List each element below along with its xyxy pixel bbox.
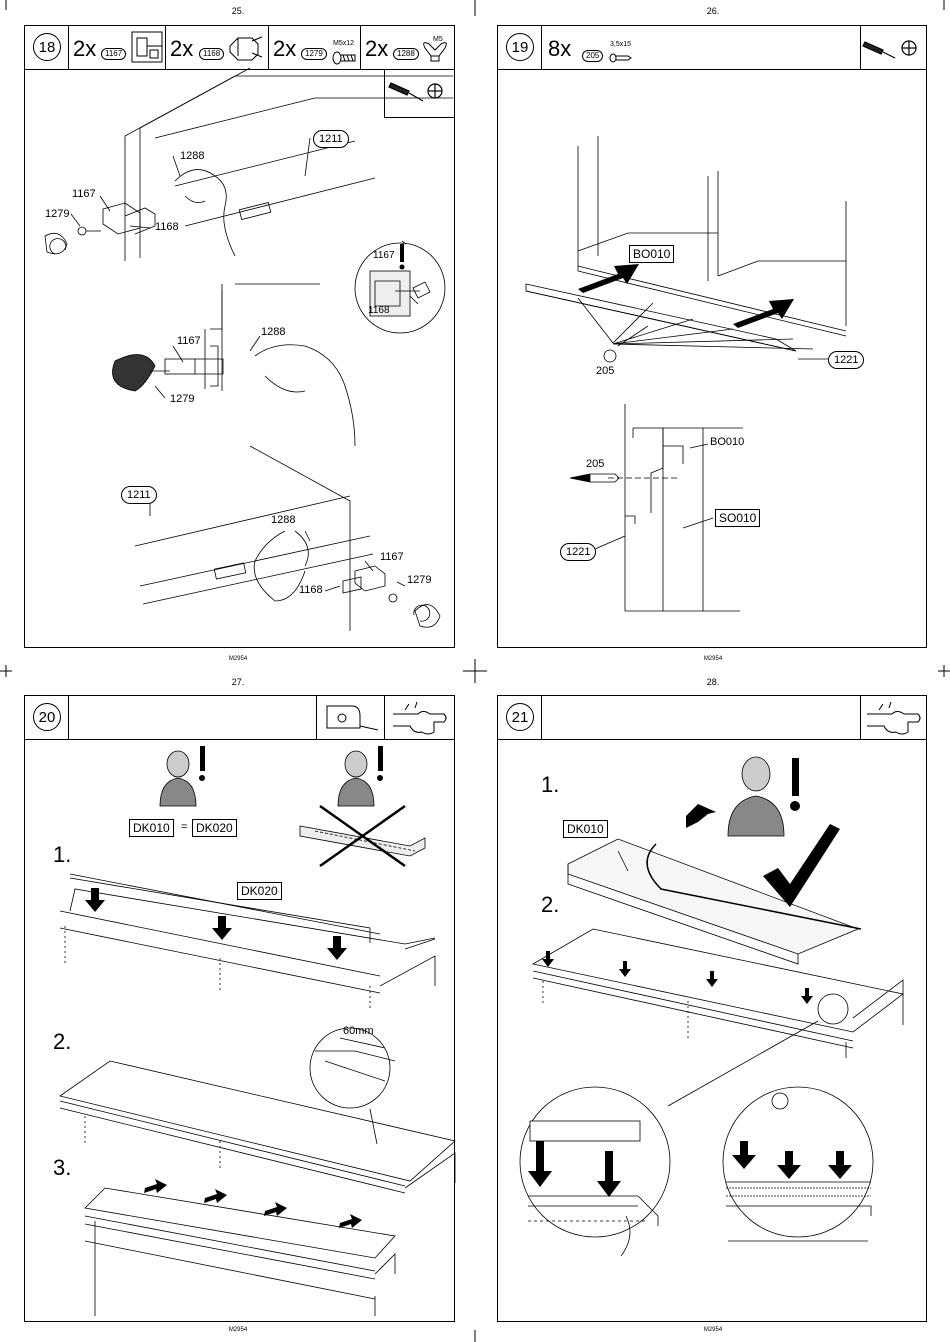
- warning-icon: [400, 244, 405, 270]
- component-label: DK010: [563, 820, 608, 838]
- measurement-label: 60mm: [343, 1025, 374, 1037]
- substep-number: 1.: [541, 772, 559, 798]
- part-label: 1288: [180, 150, 204, 162]
- equals-sign: =: [181, 821, 187, 833]
- warning-icon: [790, 758, 800, 811]
- part-label: 1168: [299, 584, 323, 596]
- part-label: 1279: [407, 574, 431, 586]
- part-label: 205: [596, 365, 614, 377]
- part-label: 1167: [373, 250, 395, 261]
- footer-code: M2954: [208, 656, 268, 662]
- step-21-panel: 21: [497, 695, 927, 1322]
- assembly-illustration: [498, 696, 926, 1321]
- page-number: 26.: [683, 6, 743, 16]
- component-label: BO010: [629, 245, 674, 263]
- part-label: 1167: [177, 335, 201, 347]
- part-label: 1221: [560, 543, 596, 561]
- component-label: BO010: [710, 436, 744, 448]
- substep-number: 2.: [53, 1029, 71, 1055]
- substep-number: 1.: [53, 842, 71, 868]
- footer-code: M2954: [683, 1327, 743, 1333]
- step-18-panel: 18 2x 1167 2x 1168 2x 1279 M5x12: [24, 25, 455, 648]
- page-number: 28.: [683, 677, 743, 687]
- part-label: 1168: [368, 305, 390, 316]
- component-label: DK020: [192, 819, 237, 837]
- part-label: 1168: [155, 221, 179, 233]
- part-label: 1167: [72, 188, 96, 200]
- substep-number: 2.: [541, 892, 559, 918]
- footer-code: M2954: [208, 1327, 268, 1333]
- part-label: 1221: [828, 351, 864, 369]
- part-label: 1279: [45, 208, 69, 220]
- part-label: 1211: [313, 130, 349, 148]
- component-label: DK010: [129, 819, 174, 837]
- step-19-panel: 19 8x 205 3,5x15: [497, 25, 927, 648]
- checkmark-icon: [763, 824, 840, 907]
- substep-number: 3.: [53, 1155, 71, 1181]
- part-label: 1288: [261, 326, 285, 338]
- component-label: SO010: [715, 509, 760, 527]
- step-20-panel: 20: [24, 695, 455, 1322]
- part-label: 205: [586, 458, 604, 470]
- footer-code: M2954: [683, 656, 743, 662]
- part-label: 1211: [121, 486, 157, 504]
- component-label: DK020: [237, 882, 282, 900]
- page-number: 25.: [208, 6, 268, 16]
- part-label: 1288: [271, 514, 295, 526]
- assembly-illustration: [25, 696, 454, 1321]
- part-label: 1279: [170, 393, 194, 405]
- part-label: 1167: [380, 551, 404, 563]
- page-number: 27.: [208, 677, 268, 687]
